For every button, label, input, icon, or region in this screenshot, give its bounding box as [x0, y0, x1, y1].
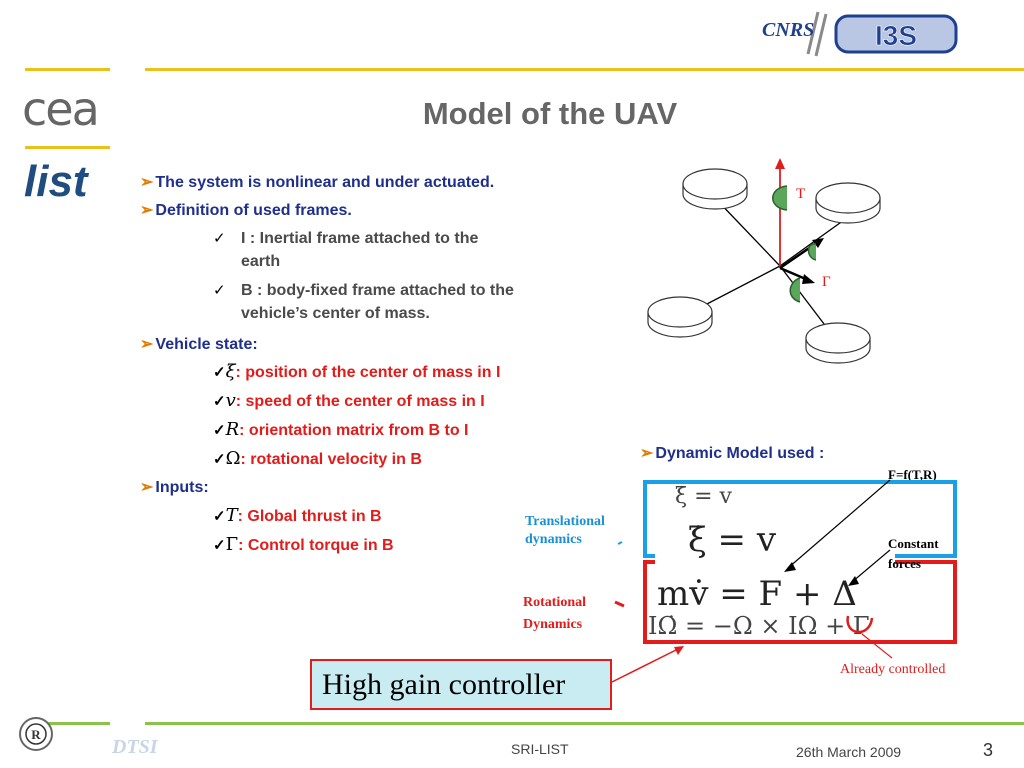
logo-divider	[25, 146, 110, 149]
svg-text:R: R	[31, 727, 41, 742]
list-logo: list	[24, 157, 88, 206]
bullet-nonlinear: ➢The system is nonlinear and under actua…	[140, 174, 495, 191]
footer-date: 26th March 2009	[796, 744, 902, 760]
already-controlled-label: Already controlled	[840, 662, 946, 677]
check-icon: ✓	[213, 422, 226, 439]
quadrotor-diagram	[647, 158, 881, 364]
footer-center: SRI-LIST	[511, 741, 569, 757]
check-icon: ✓	[213, 393, 226, 410]
equation-hidden: IΩ̇ = −Ω × IΩ + Γ	[648, 612, 870, 640]
input-thrust: ✓T: Global thrust in B	[213, 505, 382, 526]
dynamic-model-label: ➢Dynamic Model used :	[640, 445, 825, 462]
check-icon: ✓	[213, 537, 226, 554]
rotor-front-left	[682, 168, 748, 210]
translational-label: Translational dynamics	[525, 514, 605, 547]
page-number: 3	[983, 740, 994, 760]
arrow-bullet-icon: ➢	[140, 479, 154, 496]
bullet-vehicle-state: ➢Vehicle state:	[140, 336, 258, 353]
footer-rule-left	[25, 722, 110, 725]
thrust-label: T	[796, 186, 806, 202]
rotational-label: Rotational Dynamics	[523, 595, 586, 632]
bullet-frames: ➢Definition of used frames.	[140, 202, 352, 219]
state-speed: ✓v: speed of the center of mass in I	[213, 390, 485, 411]
state-orientation: ✓R: orientation matrix from B to I	[213, 419, 469, 440]
state-rotational-velocity: ✓Ω: rotational velocity in B	[213, 448, 422, 469]
svg-text:I3S: I3S	[875, 20, 917, 51]
check-icon: ✓	[213, 451, 226, 468]
footer-rule-right	[145, 722, 1024, 725]
check-icon: ✓	[213, 282, 226, 299]
equation-small: ξ̇ = v	[675, 484, 732, 509]
frame-i-text: I : Inertial frame attached to the earth	[241, 230, 479, 270]
equation-translational: ξ̇ = v	[688, 520, 777, 560]
seal-logo: R	[18, 716, 54, 752]
cea-logo: cea	[22, 82, 100, 136]
input-torque: ✓Γ: Control torque in B	[213, 534, 394, 555]
constant-forces-label: Constant forces	[888, 536, 939, 571]
rotor-rear-left	[647, 296, 713, 338]
cnrs-logo: CNRS	[760, 8, 832, 58]
rotation-arrow-icon	[789, 277, 801, 303]
high-gain-controller-box: High gain controller	[310, 659, 612, 710]
rotation-arrow-icon	[772, 185, 788, 211]
check-icon: ✓	[213, 364, 226, 381]
arrow-bullet-icon: ➢	[140, 202, 154, 219]
check-icon: ✓	[213, 508, 226, 525]
rotation-arrow-icon	[807, 243, 817, 261]
equation-force: mv̇ = F + Δ	[657, 574, 857, 614]
arrow-bullet-icon: ➢	[140, 336, 154, 353]
slide-title: Model of the UAV	[422, 96, 678, 131]
check-icon: ✓	[213, 230, 226, 247]
model-annotations	[611, 479, 893, 683]
equation-backdrop	[655, 515, 895, 615]
rotor-front-right	[815, 182, 881, 224]
footer-org: DTSI	[112, 736, 158, 758]
rotor-rear-right	[805, 322, 871, 364]
arrow-bullet-icon: ➢	[640, 445, 654, 462]
frame-b-text: B : body-fixed frame attached to the veh…	[241, 282, 514, 322]
arrow-bullet-icon: ➢	[140, 174, 154, 191]
header-rule-right	[145, 68, 1024, 71]
f-definition: F=f(T,R)	[888, 467, 937, 482]
svg-text:CNRS: CNRS	[762, 19, 814, 41]
torque-label: Γ	[822, 274, 831, 290]
header-rule-left	[25, 68, 110, 71]
bullet-inputs: ➢Inputs:	[140, 479, 209, 496]
state-position: ✓ξ: position of the center of mass in I	[213, 361, 501, 382]
i3s-logo: I3S	[834, 12, 960, 56]
